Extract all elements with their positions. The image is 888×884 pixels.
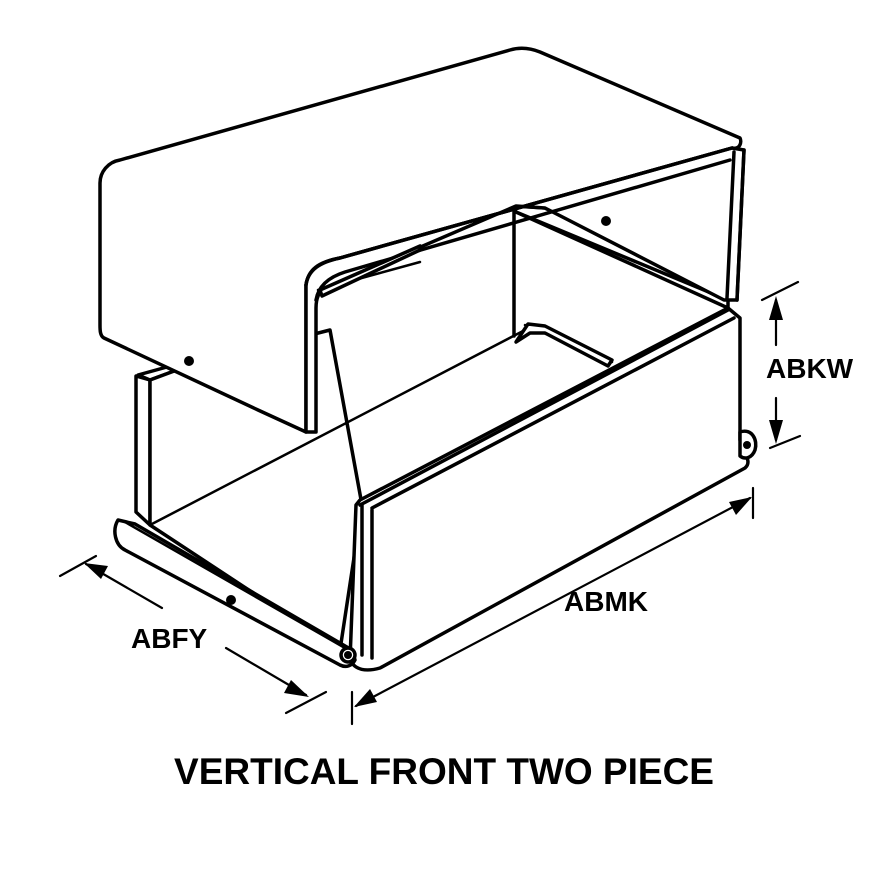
height-arrow-up <box>769 296 783 320</box>
base-front-flange-line <box>123 520 347 650</box>
base-front-wall-lip <box>358 308 730 507</box>
base-screw-dot <box>226 595 236 605</box>
base-corner-roll-center <box>344 651 352 659</box>
cover-inner-flange <box>318 244 422 298</box>
depth-arrow-right <box>284 680 309 697</box>
cover-fold-outer <box>304 146 734 287</box>
cover-right-edge-inner <box>725 150 736 300</box>
dimension-depth: ABFY <box>58 554 328 715</box>
cover-right-edge-outer <box>735 148 746 302</box>
base-rear-floor-line <box>148 328 527 527</box>
length-arrow-right <box>729 497 752 515</box>
height-ext-bottom <box>768 434 802 450</box>
length-arrow-left <box>354 689 377 707</box>
base-front-wall-inner <box>370 316 736 510</box>
depth-ext-right <box>284 690 328 715</box>
base-back-notch <box>514 322 614 368</box>
diagram-caption: VERTICAL FRONT TWO PIECE <box>174 751 714 792</box>
base-left-wall <box>134 374 152 527</box>
cover-screw-dot-left <box>184 356 194 366</box>
length-dim-line <box>354 496 752 708</box>
depth-ext-left <box>58 554 98 578</box>
dimension-length: ABMK <box>350 486 755 726</box>
cover-fold-inner <box>314 158 732 302</box>
cover-piece <box>98 46 746 434</box>
height-label: ABKW <box>766 353 854 384</box>
depth-arrow-left <box>84 563 108 579</box>
base-right-roll-center <box>743 441 751 449</box>
depth-label: ABFY <box>131 623 208 654</box>
height-arrow-down <box>769 420 783 444</box>
length-label: ABMK <box>564 586 648 617</box>
height-ext-top <box>760 280 800 302</box>
cover-screw-dot-back <box>601 216 611 226</box>
dimension-height: ABKW <box>760 280 854 450</box>
